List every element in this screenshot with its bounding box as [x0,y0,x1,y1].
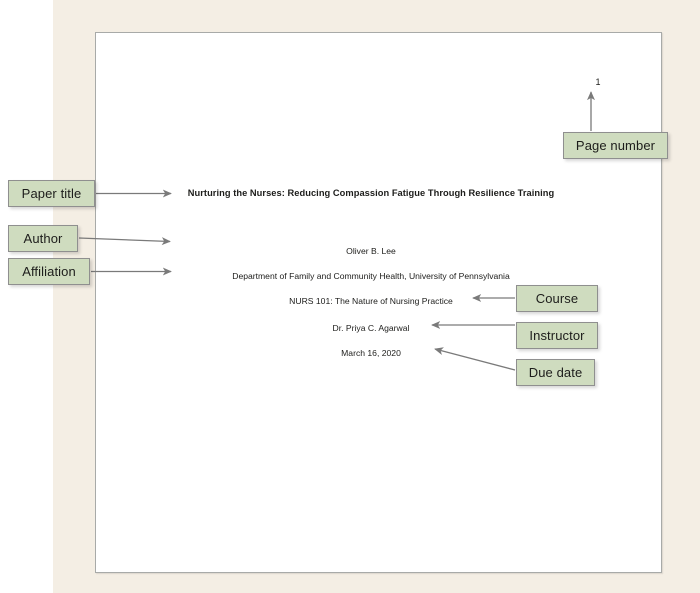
instructor-text: Dr. Priya C. Agarwal [332,323,410,333]
left-white-band [0,0,53,593]
callout-due-date[interactable]: Due date [516,359,595,386]
author-text: Oliver B. Lee [346,246,396,256]
callout-page-number[interactable]: Page number [563,132,668,159]
callout-instructor[interactable]: Instructor [516,322,598,349]
callout-affiliation[interactable]: Affiliation [8,258,90,285]
callout-author[interactable]: Author [8,225,78,252]
course-text: NURS 101: The Nature of Nursing Practice [289,296,453,306]
callout-course[interactable]: Course [516,285,598,312]
page-number-value: 1 [595,77,601,87]
callout-paper-title[interactable]: Paper title [8,180,95,207]
due-date-text: March 16, 2020 [341,348,401,358]
affiliation-text: Department of Family and Community Healt… [232,271,510,281]
paper-title-text: Nurturing the Nurses: Reducing Compassio… [187,188,555,198]
